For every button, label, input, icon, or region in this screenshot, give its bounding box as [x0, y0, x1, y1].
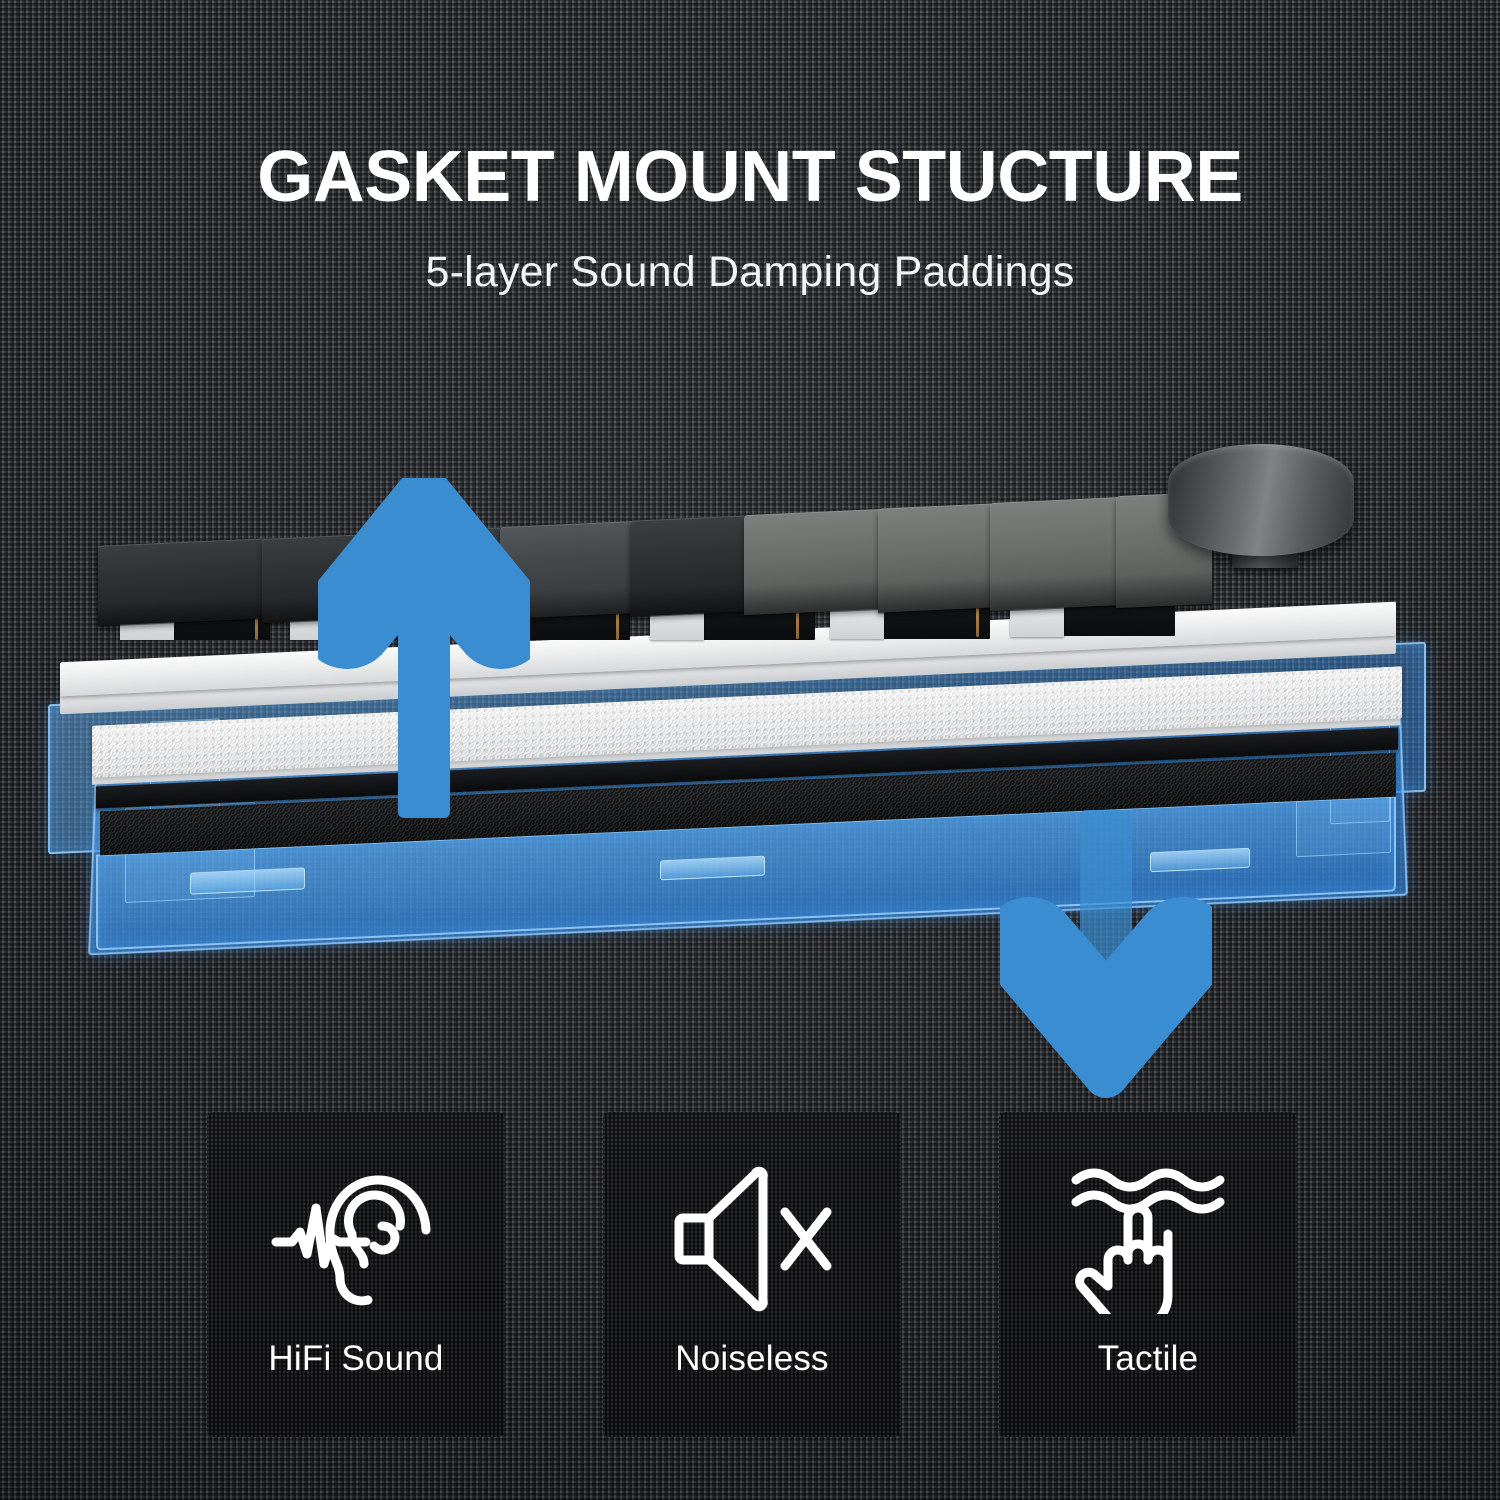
hand-waves-icon [1068, 1164, 1228, 1314]
feature-card-list: HiFi Sound Noiseless [207, 1112, 1297, 1437]
rotary-knob [1168, 444, 1354, 556]
feature-card-tactile[interactable]: Tactile [999, 1112, 1297, 1437]
feature-label: HiFi Sound [268, 1339, 444, 1378]
page-title: GASKET MOUNT STUCTURE [257, 137, 1243, 217]
feature-label: Tactile [1097, 1339, 1199, 1378]
feature-label: Noiseless [675, 1339, 829, 1378]
switch-leg [255, 602, 258, 640]
feature-card-noiseless[interactable]: Noiseless [603, 1112, 901, 1437]
switch-leg [796, 596, 799, 639]
keycap [630, 515, 750, 617]
keycap [98, 538, 268, 626]
keycap [878, 503, 996, 613]
muted-speaker-icon [667, 1164, 837, 1314]
switch-leg [616, 598, 619, 640]
feature-card-hifi-sound[interactable]: HiFi Sound [207, 1112, 505, 1437]
case-wireframe-detail [1296, 792, 1391, 858]
page-subtitle: 5-layer Sound Damping Paddings [425, 248, 1075, 296]
keycap-row [0, 420, 1500, 680]
keycap [990, 497, 1122, 611]
switch-leg [976, 593, 979, 637]
ear-soundwave-icon [270, 1164, 442, 1314]
product-illustration [0, 420, 1500, 1040]
keycap [744, 508, 884, 616]
down-arrow-icon [1000, 810, 1212, 1100]
up-arrow-icon [318, 478, 530, 818]
